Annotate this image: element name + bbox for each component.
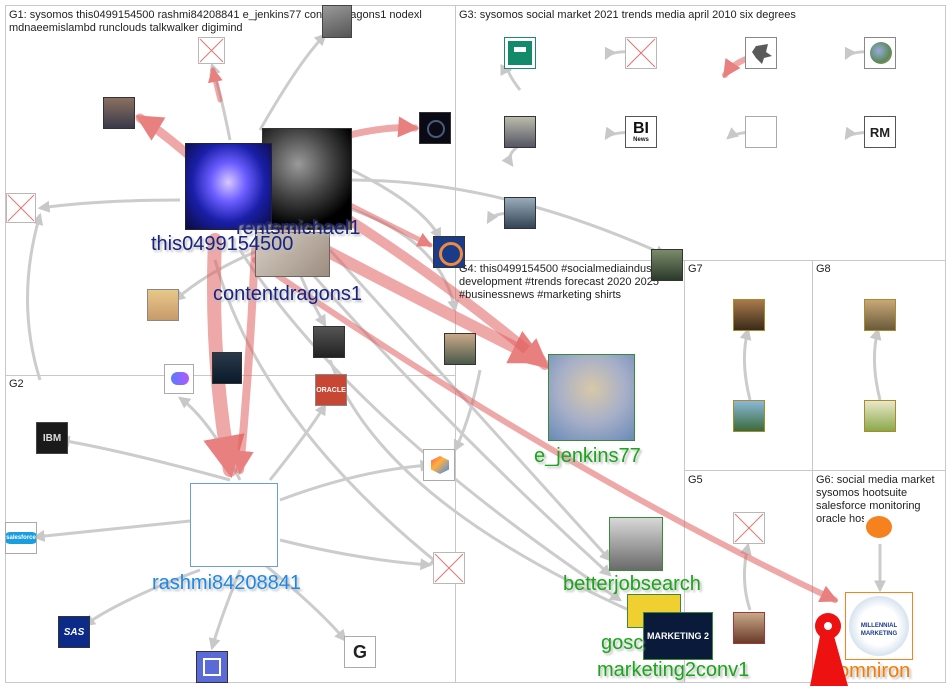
broken-image-icon [734,513,764,543]
node-marketing2-logo[interactable]: MARKETING 2 [643,612,713,660]
group-label-g1: G1: sysomos this0499154500 rashmi8420884… [9,9,422,34]
group-box-g6 [812,470,946,683]
node-g-logo[interactable]: G [344,636,376,668]
label-this0499154500: this0499154500 [151,233,294,255]
green-logo-icon [508,41,532,65]
node-dark-circle[interactable] [419,112,451,144]
node-rashmi84208841-avatar[interactable] [190,483,278,567]
label-marketing2conv1: marketing2conv1 [597,659,750,681]
green-logo-mark [514,47,526,52]
cloud-icon: salesforce [6,532,36,544]
owl-icon [866,516,892,538]
node-g7-bottom[interactable] [733,400,765,432]
bi-logo-subtext: News [633,137,649,143]
node-this0499154500-avatar[interactable] [185,143,272,230]
node-oracle-logo[interactable]: ORACLE [315,374,347,406]
node-globe-logo[interactable] [864,37,896,69]
node-man-portrait-g3b[interactable] [504,197,536,229]
ring-icon [439,242,463,266]
node-g8-top[interactable] [864,299,896,331]
node-rm-logo[interactable]: RM [864,116,896,148]
node-box-logo[interactable] [196,651,228,683]
group-label-g4: G4: this0499154500 #socialmediaindustry … [459,263,664,301]
g-letter-icon: G [352,641,367,662]
label-e-jenkins77: e_jenkins77 [534,445,641,467]
label-contentdragons1: contentdragons1 [213,283,363,305]
label-omniron: omniron [838,660,911,682]
griffin-icon [752,44,772,64]
broken-image-icon [7,194,35,222]
node-betterjobsearch-avatar[interactable] [609,517,663,571]
group-label-g7: G7 [688,263,703,275]
node-rentsmichael1-avatar[interactable] [262,128,352,230]
bi-logo-text: BI [633,120,649,137]
node-man-portrait-g3[interactable] [504,116,536,148]
broken-image-icon [199,38,224,63]
box-logo-icon [203,658,221,676]
label-rashmi84208841: rashmi84208841 [152,572,301,594]
node-bald-man[interactable] [444,333,476,365]
millennial-logo-icon [849,596,909,656]
node-broken-image-left[interactable] [6,193,36,223]
node-bi-news-logo[interactable]: BI News [625,116,657,148]
group-label-g8: G8 [816,263,831,275]
node-broken-image-g3[interactable] [625,37,657,69]
node-g8-bottom[interactable] [864,400,896,432]
label-rentsmichael1: rentsmichael1 [236,217,361,239]
hexagon-icon [431,456,449,474]
self-loop-marker [810,613,848,686]
node-small-portrait-g4[interactable] [651,249,683,281]
group-label-g2: G2 [9,378,24,390]
node-robot-icon[interactable] [212,352,242,384]
node-salesforce-logo[interactable]: salesforce [5,522,37,554]
node-e-jenkins77-avatar[interactable] [548,354,635,441]
node-chat-bubble-logo[interactable] [164,364,194,394]
node-broken-image-g5[interactable] [733,512,765,544]
broken-image-icon [626,38,656,68]
label-gosc: gosc [601,632,644,654]
node-ibm-logo[interactable]: IBM [36,422,68,454]
node-green-logo[interactable] [504,37,536,69]
node-griffin-logo[interactable] [745,37,777,69]
broken-image-icon [434,553,464,583]
node-dark-haired-woman[interactable] [313,326,345,358]
node-sas-logo[interactable]: SAS [58,616,90,648]
globe-icon [870,42,892,64]
label-betterjobsearch: betterjobsearch [563,573,701,595]
millennial-logo-text: MILLENNIAL [860,623,898,629]
node-broken-image-g2[interactable] [433,552,465,584]
node-gray-square-top[interactable] [322,5,352,38]
node-omniron-avatar[interactable]: MILLENNIAL MARKETING [845,592,913,660]
node-blank-logo-g3[interactable] [745,116,777,148]
node-hootsuite-logo[interactable] [864,512,896,544]
ring-icon [427,120,445,138]
node-blue-ring-logo[interactable] [433,236,465,268]
node-broken-image-top[interactable] [198,37,225,64]
chat-bubble-icon [171,372,189,385]
node-g7-top[interactable] [733,299,765,331]
millennial-logo-subtext: MARKETING [860,631,898,637]
node-g5-bottom[interactable] [733,612,765,644]
node-man-portrait[interactable] [103,97,135,129]
node-contentdragons1-avatar[interactable] [255,232,330,277]
node-hexagon-logo[interactable] [423,449,455,481]
node-blonde-woman[interactable] [147,289,179,321]
group-label-g3: G3: sysomos social market 2021 trends me… [459,9,796,21]
group-label-g5: G5 [688,474,703,486]
